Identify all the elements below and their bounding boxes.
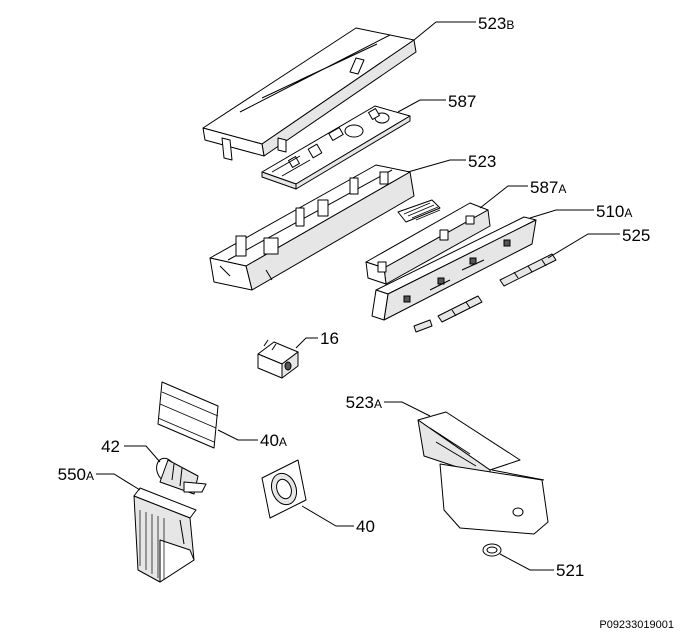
leader-lines bbox=[96, 21, 620, 571]
part-510a-front-panel bbox=[371, 216, 537, 321]
leader-525 bbox=[547, 233, 620, 259]
callout-523: 523 bbox=[468, 152, 496, 171]
callout-550a: 550A bbox=[58, 465, 94, 484]
part-587-pcb bbox=[261, 105, 411, 190]
callout-587a: 587A bbox=[530, 178, 566, 197]
leader-523a bbox=[384, 401, 431, 417]
callout-521: 521 bbox=[556, 561, 584, 580]
leader-40a bbox=[217, 429, 258, 441]
leader-523 bbox=[407, 159, 466, 173]
leader-521 bbox=[499, 553, 554, 571]
part-40a-seal-strip bbox=[157, 381, 219, 449]
part-40-gasket bbox=[261, 459, 307, 519]
callout-525: 525 bbox=[622, 226, 650, 245]
leader-510a bbox=[529, 209, 594, 219]
callout-42: 42 bbox=[101, 437, 120, 456]
part-525-buttons bbox=[413, 253, 557, 333]
callout-40a: 40A bbox=[260, 431, 287, 450]
callout-16: 16 bbox=[320, 329, 339, 348]
document-reference: P09233019001 bbox=[599, 619, 674, 631]
callout-labels: 523B 587 523 587A 510A 525 16 523A 40A 4… bbox=[58, 14, 651, 580]
callout-40: 40 bbox=[356, 517, 375, 536]
part-42-lamp-holder bbox=[156, 457, 207, 495]
leader-550a bbox=[96, 473, 141, 491]
part-523a-lamp-housing bbox=[417, 411, 549, 535]
callout-587: 587 bbox=[448, 92, 476, 111]
leader-16 bbox=[295, 337, 318, 349]
leader-523b bbox=[413, 21, 476, 41]
leader-40 bbox=[301, 505, 354, 527]
part-16-switch bbox=[257, 339, 299, 379]
part-550a-lamp-cover bbox=[133, 487, 197, 583]
leader-587a bbox=[479, 185, 528, 209]
callout-510a: 510A bbox=[596, 202, 632, 221]
callout-523b: 523B bbox=[478, 14, 514, 33]
leader-42 bbox=[124, 445, 161, 463]
callout-523a: 523A bbox=[346, 393, 382, 412]
part-521-o-ring bbox=[482, 543, 502, 557]
part-523-housing bbox=[209, 164, 415, 291]
leader-587 bbox=[397, 99, 446, 113]
part-523b-top-cover bbox=[202, 27, 417, 161]
part-587a-display-board bbox=[365, 199, 491, 285]
